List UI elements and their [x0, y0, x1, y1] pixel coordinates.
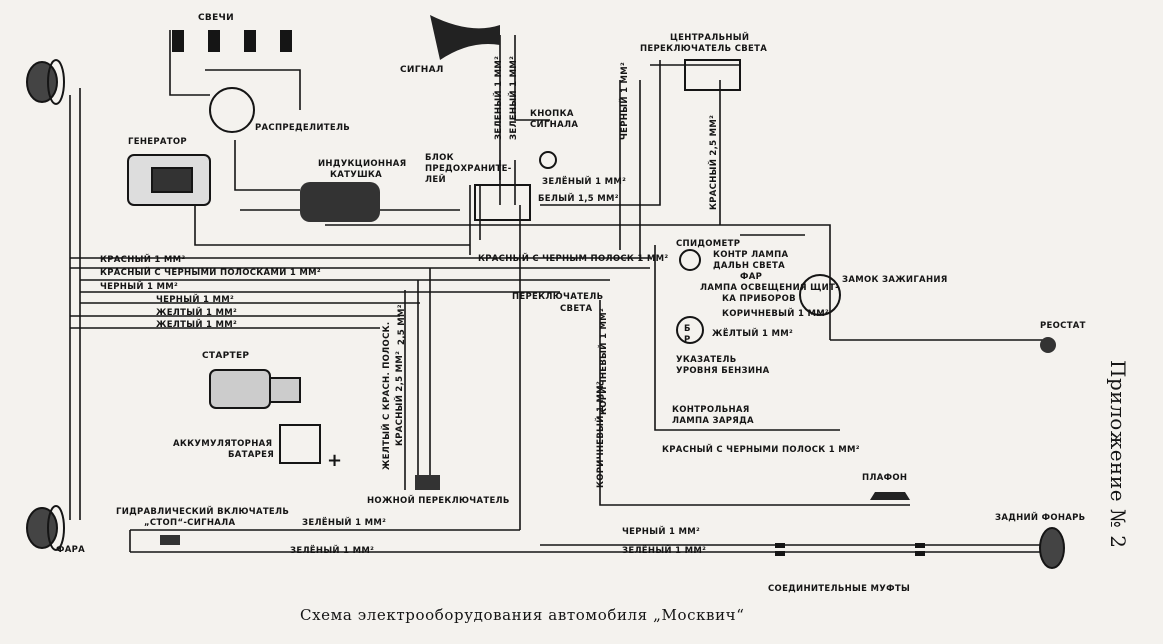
connector-sleeves-icon — [775, 543, 925, 556]
label-generator: ГЕНЕРАТОР — [128, 137, 187, 147]
wire-label-v-yellow-stripe: ЖЕЛТЫЙ С КРАСН. ПОЛОСК. — [382, 321, 392, 470]
wire-label-black-1a: ЧЕРНЫЙ 1 ММ² — [100, 282, 179, 292]
main-harness — [70, 257, 650, 329]
wire-label-brown: КОРИЧНЕВЫЙ 1 ММ² — [722, 309, 829, 319]
label-foot-switch: НОЖНОЙ ПЕРЕКЛЮЧАТЕЛЬ — [367, 496, 510, 506]
label-light-switch-1: ПЕРЕКЛЮЧАТЕЛЬ — [512, 292, 604, 302]
label-battery-2: БАТАРЕЯ — [228, 450, 275, 460]
ignition-coil-icon — [300, 182, 380, 222]
generator-icon — [127, 154, 211, 206]
label-horn-button-2: СИГНАЛА — [530, 120, 579, 130]
label-fuel-gauge-r: Р — [684, 335, 691, 345]
label-horn: СИГНАЛ — [400, 65, 444, 75]
label-ignition-lock: ЗАМОК ЗАЖИГАНИЯ — [842, 275, 948, 285]
label-rear-lamp: ЗАДНИЙ ФОНАРЬ — [995, 513, 1086, 523]
wire-label-white: БЕЛЫЙ 1,5 ММ² — [538, 194, 619, 204]
label-horn-button-1: КНОПКА — [530, 109, 574, 119]
left-harness — [69, 88, 81, 520]
wire-label-green-rear: ЗЕЛЁНЫЙ 1 ММ² — [622, 546, 707, 556]
distributor-icon — [209, 87, 255, 133]
ignition-lock-icon — [799, 274, 841, 316]
headlamp-top-icon — [26, 59, 65, 105]
wire-label-red-1: КРАСНЫЙ 1 ММ² — [100, 255, 186, 265]
brake-switch-icon — [160, 535, 180, 545]
label-high-beam-1: КОНТР ЛАМПА — [713, 250, 789, 260]
wire-label-v-brown-b: КОРИЧНЕВЫЙ 1 ММ² — [599, 308, 609, 415]
label-rheostat: РЕОСТАТ — [1040, 321, 1086, 331]
label-connectors: СОЕДИНИТЕЛЬНЫЕ МУФТЫ — [768, 584, 911, 594]
headlamp-bottom-icon — [26, 505, 65, 551]
label-high-beam-3: ФАР — [740, 272, 763, 282]
speedometer-icon — [679, 249, 701, 271]
label-central-switch-1: ЦЕНТРАЛЬНЫЙ — [670, 33, 750, 43]
starter-icon — [209, 369, 301, 409]
wire-label-green-bottom: ЗЕЛЁНЫЙ 1 ММ² — [290, 546, 375, 556]
label-fuel-gauge-b: Б — [684, 324, 691, 334]
wire-label-yellow-1b: ЖЕЛТЫЙ 1 ММ² — [156, 320, 238, 330]
wire-label-black-rear: ЧЕРНЫЙ 1 ММ² — [622, 527, 701, 537]
label-dome-light: ПЛАФОН — [862, 473, 908, 483]
wire-label-red-black-stripes: КРАСНЫЙ С ЧЕРНЫМИ ПОЛОСКАМИ 1 ММ² — [100, 268, 321, 278]
label-spark-plugs: СВЕЧИ — [198, 13, 234, 23]
foot-switch-icon — [415, 475, 440, 490]
horn-button-icon — [539, 151, 557, 169]
battery-icon — [279, 424, 321, 464]
label-panel-lamp-2: КА ПРИБОРОВ — [722, 294, 796, 304]
label-fuse-3: ЛЕЙ — [425, 175, 446, 185]
bottom-harness — [129, 529, 1040, 553]
wire-label-green-fuse: ЗЕЛЁНЫЙ 1 ММ² — [542, 177, 627, 187]
label-light-switch-2: СВЕТА — [560, 304, 593, 314]
wire-label-v-red-25b: КРАСНЫЙ 2,5 ММ² — [395, 350, 405, 446]
label-battery-plus: + — [327, 450, 343, 471]
wire-label-v-red-25: КРАСНЫЙ 2,5 ММ² — [709, 114, 719, 210]
label-coil-2: КАТУШКА — [330, 170, 383, 180]
wire-label-red-black-bottom: КРАСНЫЙ С ЧЕРНЫМИ ПОЛОСК 1 ММ² — [662, 445, 860, 455]
label-battery-1: АККУМУЛЯТОРНАЯ — [173, 439, 273, 449]
wire-label-v-green-b: ЗЕЛЕНЫЙ 1 ММ² — [509, 55, 519, 140]
label-starter: СТАРТЕР — [202, 351, 250, 361]
diagram-caption: Схема электрооборудования автомобиля „Мо… — [300, 606, 745, 624]
label-brake-switch-1: ГИДРАВЛИЧЕСКИЙ ВКЛЮЧАТЕЛЬ — [116, 507, 290, 517]
wire-label-v-black: ЧЕРНЫЙ 1 ММ² — [620, 61, 630, 140]
label-headlamp: ФАРА — [56, 545, 86, 555]
horn-icon — [430, 15, 500, 60]
label-coil-1: ИНДУКЦИОННАЯ — [318, 159, 407, 169]
wire-label-yellow-1c: ЖЁЛТЫЙ 1 ММ² — [712, 329, 794, 339]
wire-label-v-25: 2,5 ММ² — [397, 304, 407, 345]
rear-lamp-icon — [1039, 527, 1065, 569]
fuel-gauge-icon — [676, 316, 704, 344]
central-switch-icon — [684, 59, 741, 91]
appendix-title: Приложение № 2 — [1106, 360, 1130, 549]
label-fuse-2: ПРЕДОХРАНИТЕ- — [425, 164, 512, 174]
label-speedometer: СПИДОМЕТР — [676, 239, 741, 249]
wire-label-red-black-strip: КРАСНЫЙ С ЧЕРНЫМ ПОЛОСК 1 ММ² — [478, 254, 669, 264]
label-central-switch-2: ПЕРЕКЛЮЧАТЕЛЬ СВЕТА — [640, 44, 768, 54]
label-charge-lamp-1: КОНТРОЛЬНАЯ — [672, 405, 750, 415]
fuse-block-icon — [474, 184, 531, 221]
wire-label-green-brake: ЗЕЛЁНЫЙ 1 ММ² — [302, 518, 387, 528]
rheostat-icon — [1040, 337, 1056, 353]
label-brake-switch-2: „СТОП“-СИГНАЛА — [144, 518, 236, 528]
label-charge-lamp-2: ЛАМПА ЗАРЯДА — [672, 416, 754, 426]
label-panel-lamp-1: ЛАМПА ОСВЕЩЕНИЯ ЩИТ- — [700, 283, 840, 293]
wire-label-yellow-1a: ЖЕЛТЫЙ 1 ММ² — [156, 308, 238, 318]
label-fuse-1: БЛОК — [425, 153, 454, 163]
wire-label-black-1b: ЧЕРНЫЙ 1 ММ² — [156, 295, 235, 305]
label-distributor: РАСПРЕДЕЛИТЕЛЬ — [255, 123, 351, 133]
label-fuel-gauge-1: УКАЗАТЕЛЬ — [676, 355, 737, 365]
label-fuel-gauge-2: УРОВНЯ БЕНЗИНА — [676, 366, 770, 376]
wire-label-v-green-a: ЗЕЛЕНЫЙ 1 ММ² — [494, 55, 504, 140]
dome-light-icon — [870, 492, 910, 500]
spark-plugs-icon — [172, 30, 292, 52]
label-high-beam-2: ДАЛЬН СВЕТА — [713, 261, 785, 271]
